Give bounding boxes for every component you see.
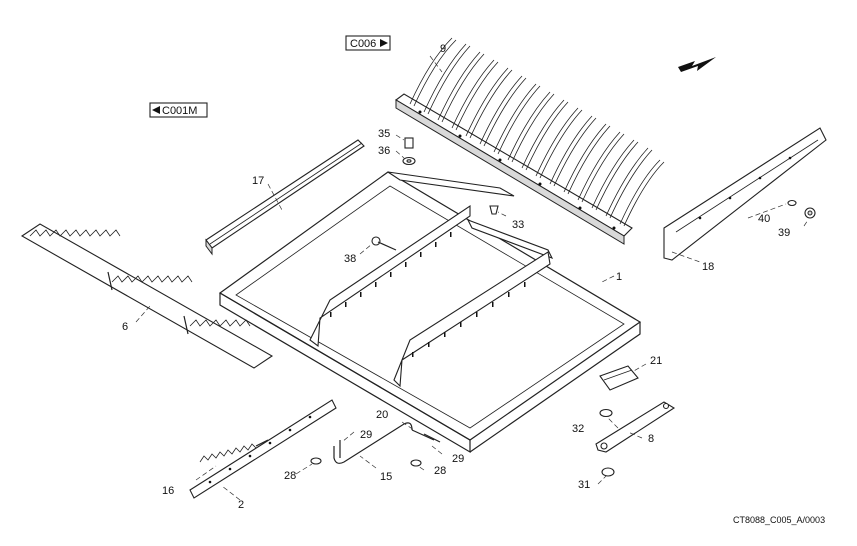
- hardware-28-washer-right: [410, 459, 422, 467]
- callout-36: 36: [378, 145, 390, 157]
- hardware-39-nut: [804, 207, 816, 219]
- callout-35: 35: [378, 128, 390, 140]
- callout-15: 15: [380, 471, 392, 483]
- hardware-36-washer: [402, 156, 416, 166]
- part-6-knife-sections: [20, 223, 274, 369]
- callout-32: 32: [572, 423, 584, 435]
- callout-29-right: 29: [452, 453, 464, 465]
- hardware-29-pin-right: [423, 433, 441, 443]
- part-9-finger-grate: [395, 37, 665, 245]
- part-21-bracket: [599, 365, 639, 391]
- callout-21: 21: [650, 355, 662, 367]
- reference-box-c001m[interactable]: C001M: [149, 102, 208, 118]
- callout-38: 38: [344, 253, 356, 265]
- hardware-31-nut: [601, 467, 615, 477]
- callout-29-left: 29: [360, 429, 372, 441]
- hardware-35-bolt: [404, 137, 414, 149]
- part-1-main-frame: [218, 171, 642, 454]
- part-17-angle-strip: [205, 139, 365, 256]
- callout-28-right: 28: [434, 465, 446, 477]
- callout-39: 39: [778, 227, 790, 239]
- callout-31: 31: [578, 479, 590, 491]
- callout-16: 16: [162, 485, 174, 497]
- hardware-33-bolt: [489, 205, 499, 215]
- callout-9: 9: [440, 43, 446, 55]
- leader-lines: [135, 55, 809, 501]
- hardware-32-washer: [599, 408, 613, 418]
- part-8-lever-plate: [595, 401, 676, 453]
- callout-2: 2: [238, 499, 244, 511]
- callout-28-left: 28: [284, 470, 296, 482]
- hardware-38-bolt: [371, 236, 397, 251]
- reference-c001m-label: C001M: [162, 105, 197, 117]
- part-2-long-plate: [189, 399, 337, 499]
- triangle-right-icon: [380, 39, 388, 47]
- part-18-side-plate: [663, 127, 827, 261]
- reference-box-c006[interactable]: C006: [345, 35, 391, 51]
- callout-1: 1: [616, 271, 622, 283]
- callout-labels: 9 35 36 17 33 38 1 6 18 40 39 21 20 29 3…: [122, 43, 790, 511]
- callout-8: 8: [648, 433, 654, 445]
- callout-40: 40: [758, 213, 770, 225]
- callout-18: 18: [702, 261, 714, 273]
- reference-c006-label: C006: [350, 38, 376, 50]
- part-16-spring: [199, 439, 269, 463]
- part-15-bent-rod: [333, 422, 435, 464]
- callout-33: 33: [512, 219, 524, 231]
- direction-arrow-icon: [678, 57, 716, 72]
- drawing-code: CT8088_C005_A/0003: [733, 515, 825, 525]
- triangle-left-icon: [152, 106, 160, 114]
- hardware-40-washer: [787, 199, 797, 207]
- divider-panel-left: [309, 204, 471, 348]
- divider-panel-right: [393, 251, 551, 388]
- callout-20: 20: [376, 409, 388, 421]
- callout-17: 17: [252, 175, 264, 187]
- hardware-28-washer-left: [310, 457, 322, 465]
- callout-6: 6: [122, 321, 128, 333]
